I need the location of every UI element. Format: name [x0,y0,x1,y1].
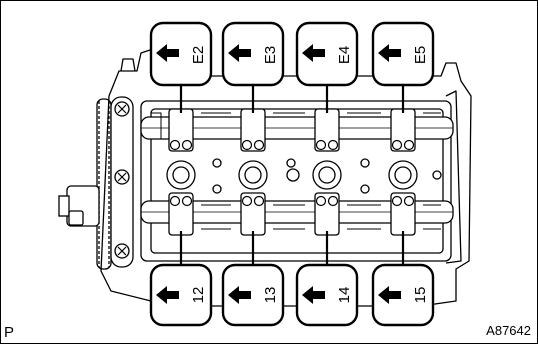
top-callout-e3: E3 [221,21,285,87]
bottom-callout-14: 14 [295,263,359,327]
callout-label-e2: E2 [190,46,207,64]
callout-label-15: 15 [412,287,429,304]
left-arrow-icon [156,44,179,62]
side-bracket [58,185,100,227]
left-arrow-icon [228,286,251,304]
figure-id: A87642 [486,323,531,338]
callout-label-12: 12 [190,287,207,304]
chain-guide [110,96,134,268]
head-deck [140,100,452,262]
cam-lobes [151,112,441,230]
callout-label-13: 13 [262,287,279,304]
left-arrow-icon [302,286,325,304]
top-callout-e5: E5 [371,21,435,87]
left-arrow-icon [228,44,251,62]
left-arrow-icon [156,286,179,304]
left-arrow-icon [378,44,401,62]
intake-cap-bolts [169,195,415,207]
bottom-callout-13: 13 [221,263,285,327]
top-callout-e4: E4 [295,21,359,87]
timing-chain [96,98,112,270]
callout-label-e5: E5 [412,46,429,64]
callout-label-14: 14 [336,287,353,304]
top-callout-e2: E2 [149,21,213,87]
callout-label-e3: E3 [262,46,279,64]
left-arrow-icon [302,44,325,62]
callout-label-e4: E4 [336,46,353,64]
exhaust-cap-bolts [169,139,415,151]
left-arrow-icon [378,286,401,304]
corner-letter: P [4,324,15,341]
spark-plug-bores [166,158,442,194]
leader-lines [179,85,405,265]
bottom-callout-12: 12 [149,263,213,327]
bottom-callout-15: 15 [371,263,435,327]
